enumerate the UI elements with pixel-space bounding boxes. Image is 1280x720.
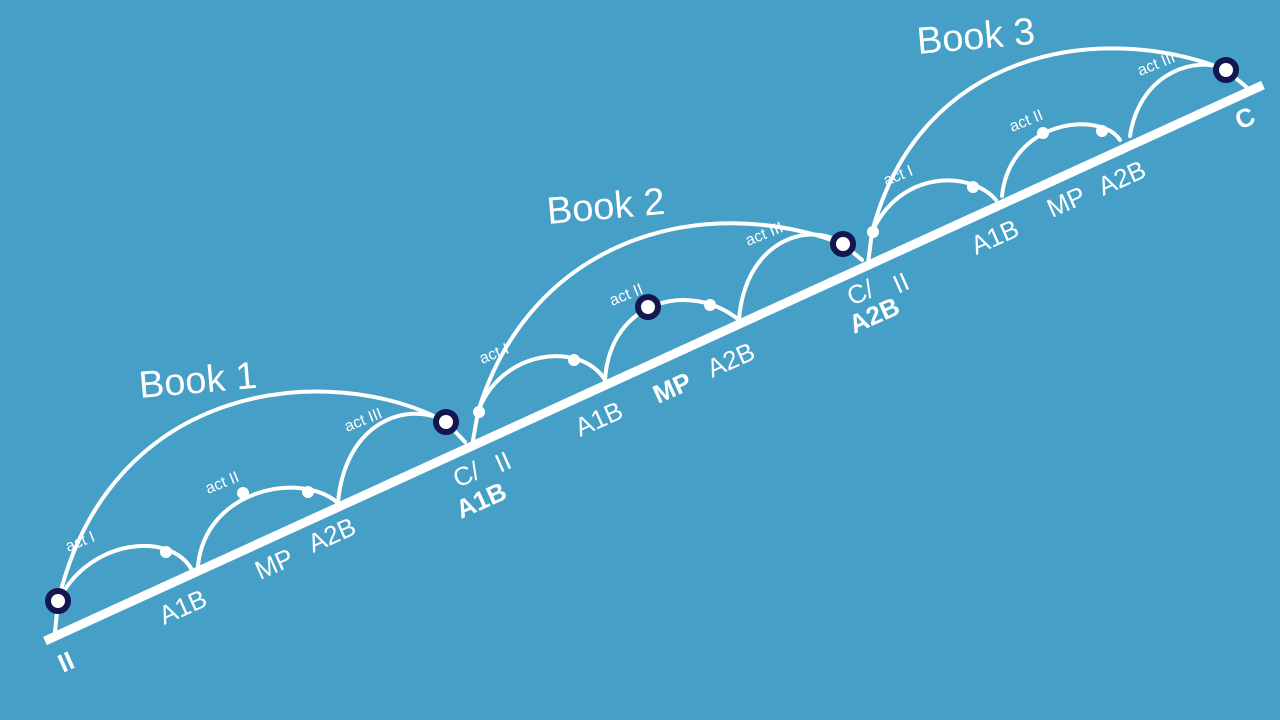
book-3-act-2-arc bbox=[1000, 122, 1122, 198]
book-2-title: Book 2 bbox=[545, 181, 667, 233]
start-label: II bbox=[53, 645, 78, 678]
book-3-title: Book 3 bbox=[915, 11, 1037, 63]
book-1-act-1-label: act I bbox=[63, 529, 97, 556]
book-3-act-1-dot-b bbox=[967, 181, 979, 193]
timeline-axis bbox=[43, 80, 1265, 646]
book-2-arc bbox=[476, 221, 845, 414]
book-3-act-2-dot-b bbox=[1096, 125, 1108, 137]
book-3-act-1-dot-a bbox=[867, 226, 879, 238]
book-1-act-2-label: act II bbox=[203, 469, 242, 498]
book-1-act-3-label: act III bbox=[342, 405, 385, 435]
book-1-act-1-dot bbox=[160, 546, 172, 558]
book-3-arc bbox=[870, 46, 1228, 234]
book-1-boundary-right-label: II bbox=[490, 445, 515, 478]
book-2-midpoint-marker bbox=[635, 294, 661, 320]
book-3-end-marker bbox=[1213, 57, 1239, 83]
book-2-a2b-label: A2B bbox=[702, 336, 759, 383]
book-2-act-2-dot bbox=[704, 299, 716, 311]
book-2-act-1-label: act I bbox=[477, 341, 511, 368]
book-2-act-1-arc bbox=[476, 354, 607, 414]
book-2-act-1-dot-b bbox=[568, 354, 580, 366]
book-1-act-2-dot-a bbox=[237, 487, 249, 499]
book-1-act-2-arc bbox=[196, 485, 340, 568]
book-2-act-1-dot-a bbox=[473, 406, 485, 418]
book-1-act-3-arc bbox=[336, 411, 448, 505]
book-1-start-marker bbox=[45, 588, 71, 614]
book-2-end-marker bbox=[830, 231, 856, 257]
book-1-act-1-arc bbox=[58, 543, 194, 600]
book-2-act-3-arc bbox=[737, 232, 845, 322]
book-3-act-1-arc bbox=[870, 178, 998, 234]
end-label: C bbox=[1230, 100, 1260, 135]
book-1-act-2-dot-b bbox=[302, 486, 314, 498]
book-1-title: Book 1 bbox=[137, 355, 259, 407]
book-2-mp-label: MP bbox=[648, 366, 696, 409]
book-1-end-marker bbox=[433, 409, 459, 435]
book-3-act-2-dot-a bbox=[1037, 127, 1049, 139]
book-1-arc bbox=[56, 389, 448, 604]
book-2-start-tick bbox=[470, 410, 480, 448]
book-3-act-1-label: act I bbox=[881, 163, 915, 190]
